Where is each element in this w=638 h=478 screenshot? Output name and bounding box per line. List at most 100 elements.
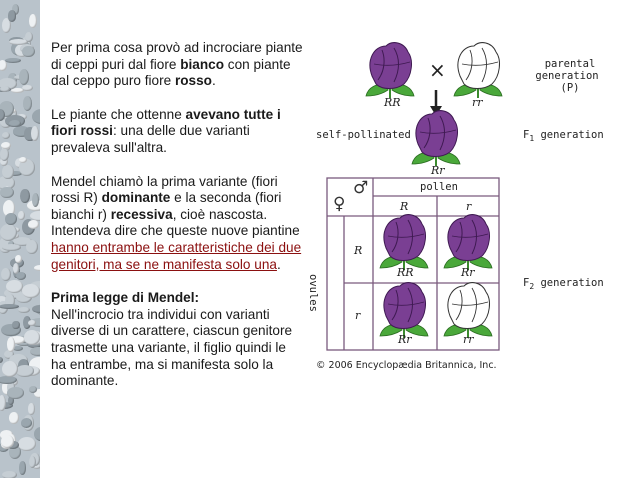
stone-pebble [4, 350, 15, 360]
stone-pebble [24, 330, 40, 345]
stone-pebble [8, 412, 20, 425]
parental-line-1: parental [544, 58, 596, 70]
parental-generation-label: parental generation (P) [535, 58, 600, 94]
male-symbol-icon: ♂ [353, 178, 369, 198]
stone-pebble [19, 159, 36, 176]
cell-rr-label: rr [463, 333, 474, 346]
stone-pebble [5, 294, 15, 309]
stone-pebble [0, 375, 18, 384]
stone-pebble [22, 84, 34, 91]
stone-pebble [9, 39, 29, 46]
slide-text: Per prima cosa provò ad incrociare piant… [51, 40, 303, 407]
stone-pebble [1, 267, 11, 281]
paragraph-4: Prima legge di Mendel:Nell'incrocio tra … [51, 290, 303, 390]
stone-pebble [29, 357, 40, 374]
stone-pebble [0, 141, 11, 149]
stone-pebble [7, 170, 22, 177]
f2-rr-white-flower-icon [444, 283, 492, 338]
stone-pebble [18, 306, 31, 314]
pollen-R-label: R [400, 200, 409, 213]
stone-pebble [0, 394, 7, 412]
stone-pebble [15, 364, 35, 377]
stone-pebble [18, 156, 27, 163]
parent-white-flower-icon [454, 43, 502, 98]
stone-border-decoration [0, 0, 40, 478]
p1-text-mid: con piante dal ceppo puro fiore [51, 56, 291, 89]
stone-pebble [27, 319, 36, 327]
parent-rr-label: rr [472, 96, 483, 109]
stone-pebble [28, 386, 37, 393]
stone-pebble [0, 224, 17, 242]
ovule-r-label: r [355, 309, 361, 322]
stone-pebble [16, 291, 33, 303]
f1-gen-sub: 1 [529, 134, 535, 144]
stone-pebble [29, 346, 40, 357]
cross-symbol: × [429, 58, 446, 82]
stone-pebble [6, 387, 25, 399]
ovule-R-label: R [354, 244, 363, 257]
cell-Rr-label: Rr [461, 266, 475, 279]
mendel-law-body: Nell'incrocio tra individui con varianti… [51, 306, 293, 389]
p3-bold-recessive: recessiva [110, 206, 173, 222]
stone-pebble [0, 434, 14, 448]
stone-pebble [9, 119, 21, 127]
stone-pebble [12, 236, 32, 246]
stone-pebble [6, 279, 24, 294]
stone-pebble [18, 210, 25, 221]
f1-genotype-label: Rr [431, 164, 445, 177]
f2-gen-prefix: F [523, 277, 530, 289]
stone-pebble [4, 288, 23, 299]
stone-pebble [25, 31, 33, 43]
stone-pebble [4, 58, 21, 64]
f1-generation-label: F1 generation [523, 129, 604, 143]
stone-pebble [32, 463, 40, 470]
stone-pebble [1, 17, 11, 33]
stone-pebble [29, 210, 40, 222]
stone-pebble [22, 96, 32, 111]
p2-text-end: : una delle due varianti prevaleva sull'… [51, 123, 250, 155]
stone-pebble [13, 346, 23, 352]
stone-pebble [30, 126, 39, 141]
p3-text-end: . [276, 256, 281, 272]
cell-RR-label: RR [397, 266, 414, 279]
stone-pebble [33, 427, 40, 442]
f2-gen-sub: 2 [529, 282, 535, 292]
stone-pebble [0, 148, 9, 161]
p3-bold-dominant: dominante [101, 190, 171, 206]
pollen-r-label: r [466, 200, 472, 213]
f2-Rr-purple-flower-icon [444, 215, 492, 270]
stone-pebble [28, 403, 35, 415]
stone-pebble [24, 127, 36, 141]
paragraph-1: Per prima cosa provò ad incrociare piant… [51, 40, 303, 90]
p2-text: Le piante che ottenne [51, 106, 186, 122]
stone-pebble [33, 265, 40, 272]
f2-RR-purple-flower-icon [380, 215, 428, 270]
p3-text: Mendel chiamò la prima variante (fiori r… [51, 173, 278, 206]
p3-link[interactable]: hanno entrambe le caratteristiche dei du… [51, 239, 302, 272]
parent-purple-flower-icon [366, 43, 414, 98]
stone-pebble [12, 262, 20, 274]
stone-pebble [0, 356, 3, 364]
p3-text-mid2: , cioè nascosta. Intendeva dire che ques… [51, 206, 300, 239]
paragraph-3: Mendel chiamò la prima variante (fiori r… [51, 174, 303, 274]
stone-pebble [2, 360, 18, 377]
f1-purple-flower-icon [412, 111, 460, 166]
paragraph-2: Le piante che ottenne avevano tutte i fi… [51, 107, 303, 157]
stone-pebble [5, 212, 18, 226]
stone-pebble [29, 13, 37, 28]
stone-pebble [2, 243, 22, 251]
stone-pebble [6, 336, 16, 352]
stone-pebble [22, 315, 32, 330]
f1-gen-suffix: generation [534, 129, 604, 141]
stone-pebble [11, 4, 20, 15]
stone-pebble [1, 131, 11, 139]
stone-pebble [28, 455, 36, 469]
stone-pebble [2, 164, 14, 180]
stone-pebble [18, 461, 27, 475]
stone-pebble [0, 304, 19, 310]
ovules-label: ovules [307, 274, 319, 312]
stone-pebble [10, 87, 24, 94]
stone-pebble [32, 304, 40, 313]
stone-pebble [21, 417, 33, 428]
